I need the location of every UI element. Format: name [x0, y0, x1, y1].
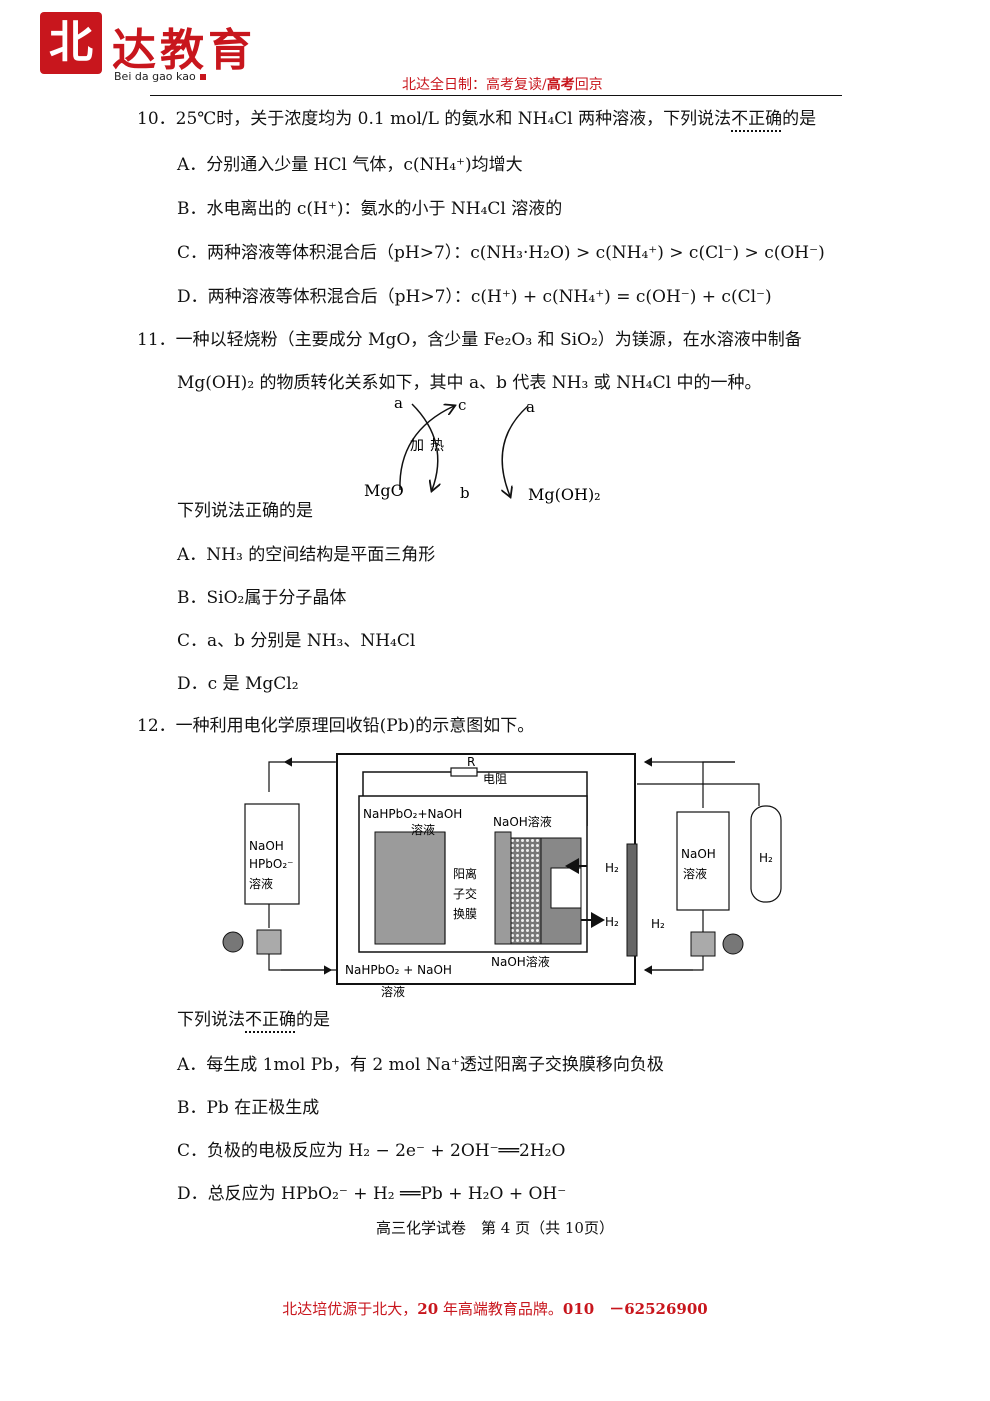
- q12-prompt: 下列说法不正确的是: [177, 1010, 330, 1030]
- q10-option-c: C．两种溶液等体积混合后（pH>7）：c(NH₃·H₂O) > c(NH₄⁺) …: [177, 243, 825, 263]
- left-tank-l1: NaOH: [249, 839, 284, 853]
- q11-stem-line1: 11．一种以轻烧粉（主要成分 MgO，含少量 Fe₂O₃ 和 SiO₂）为镁源，…: [137, 330, 802, 350]
- left-pump: [222, 931, 244, 953]
- q10-option-b: B．水电离出的 c(H⁺)：氨水的小于 NH₄Cl 溶液的: [177, 199, 563, 219]
- left-valve: [256, 929, 282, 955]
- q11-option-b: B．SiO₂属于分子晶体: [177, 588, 347, 608]
- q10-option-d: D．两种溶液等体积混合后（pH>7）：c(H⁺) + c(NH₄⁺) = c(O…: [177, 287, 772, 307]
- membrane: [494, 831, 512, 945]
- q11-prompt: 下列说法正确的是: [177, 501, 313, 521]
- resistor-r: R: [467, 755, 475, 769]
- q10-option-a: A．分别通入少量 HCl 气体，c(NH₄⁺)均增大: [177, 155, 523, 175]
- right-valve: [690, 931, 716, 957]
- h2-supply-pipe: [637, 783, 760, 806]
- left-return-pipe: [268, 761, 337, 792]
- page-footer: 高三化学试卷 第 4 页（共 10页）: [376, 1219, 614, 1237]
- bottom-left-solution-l1: NaHPbO₂ + NaOH: [345, 963, 452, 977]
- h2-cylinder: [750, 805, 782, 903]
- right-tank-l1: NaOH: [681, 847, 716, 861]
- q12-stem: 12．一种利用电化学原理回收铅(Pb)的示意图如下。: [137, 716, 535, 736]
- left-electrode: [374, 831, 446, 945]
- q11-option-d: D．c 是 MgCl₂: [177, 674, 299, 694]
- h2-cylinder-label: H₂: [759, 851, 773, 865]
- right-feed-pipe: [645, 956, 704, 971]
- q11-option-a: A．NH₃ 的空间结构是平面三角形: [177, 545, 436, 565]
- membrane-label-l2: 子交: [453, 886, 477, 901]
- top-left-solution-l1: NaHPbO₂+NaOH: [363, 807, 462, 821]
- label-c: c: [458, 396, 466, 414]
- left-tank-l2: HPbO₂⁻: [249, 857, 293, 871]
- label-heat: 加热: [410, 438, 450, 454]
- q11-conversion-diagram: a c 加热 MgO b a Mg(OH)₂: [364, 394, 601, 504]
- bottom-right-solution: NaOH溶液: [491, 954, 550, 969]
- q12-option-b: B．Pb 在正极生成: [177, 1098, 320, 1118]
- right-pump: [722, 933, 744, 955]
- q12-option-c: C．负极的电极反应为 H₂ − 2e⁻ + 2OH⁻══2H₂O: [177, 1141, 566, 1161]
- q11-stem-line2: Mg(OH)₂ 的物质转化关系如下，其中 a、b 代表 NH₃ 或 NH₄Cl …: [177, 373, 762, 393]
- arrow-b-to-a: [502, 405, 529, 496]
- label-b: b: [460, 484, 470, 502]
- membrane-label-l3: 换膜: [453, 907, 477, 921]
- top-left-solution-l2: 溶液: [411, 822, 435, 837]
- q12-option-d: D．总反应为 HPbO₂⁻ + H₂ ══Pb + H₂O + OH⁻: [177, 1184, 567, 1204]
- h2-outlet-label: H₂: [605, 915, 619, 929]
- right-tank: [676, 811, 730, 911]
- left-tank: [244, 803, 300, 905]
- h2-return-label: H₂: [651, 917, 665, 931]
- bottom-left-solution-l2: 溶液: [381, 984, 405, 999]
- arrow-a-to-c: [399, 406, 454, 491]
- left-tank-l3: 溶液: [249, 876, 273, 891]
- header-slogan: 北达全日制：高考复读/高考回京: [402, 77, 603, 93]
- porous-electrode: [510, 837, 542, 945]
- resistor: [450, 767, 478, 777]
- gas-channel: [550, 867, 582, 909]
- logo-mark: 北: [40, 12, 102, 74]
- label-a-out: a: [526, 398, 535, 416]
- membrane-label-l1: 阳离: [453, 866, 477, 881]
- right-return-pipe: [702, 761, 735, 808]
- q10-stem: 10．25℃时，关于浓度均为 0.1 mol/L 的氨水和 NH₄Cl 两种溶液…: [137, 109, 817, 129]
- footer-advert: 北达培优源于北大，20 年高端教育品牌。010 －62526900: [282, 1300, 708, 1318]
- resistor-name: 电阻: [483, 772, 507, 786]
- q11-option-c: C．a、b 分别是 NH₃、NH₄Cl: [177, 631, 416, 651]
- label-a-in: a: [394, 394, 403, 412]
- brand-name: 达教育: [112, 25, 256, 76]
- h2-inlet-label: H₂: [605, 861, 619, 875]
- label-mgo: MgO: [364, 481, 404, 500]
- header-rule: [150, 95, 842, 96]
- top-right-solution: NaOH溶液: [493, 814, 552, 829]
- label-mgoh2: Mg(OH)₂: [528, 485, 601, 504]
- left-feed-pipe: [268, 954, 337, 971]
- right-plate: [626, 843, 638, 957]
- brand-pinyin: Bei da gao kao: [114, 70, 206, 83]
- arrow-mgo-to-b: [411, 403, 438, 490]
- right-tank-l2: 溶液: [683, 866, 707, 881]
- q12-electrochem-diagram: R 电阻 NaHPbO₂+NaOH 溶液 NaOH溶液 阳离 子交 换膜 H₂ …: [222, 753, 782, 999]
- q12-option-a: A．每生成 1mol Pb，有 2 mol Na⁺透过阳离子交换膜移向负极: [177, 1055, 664, 1075]
